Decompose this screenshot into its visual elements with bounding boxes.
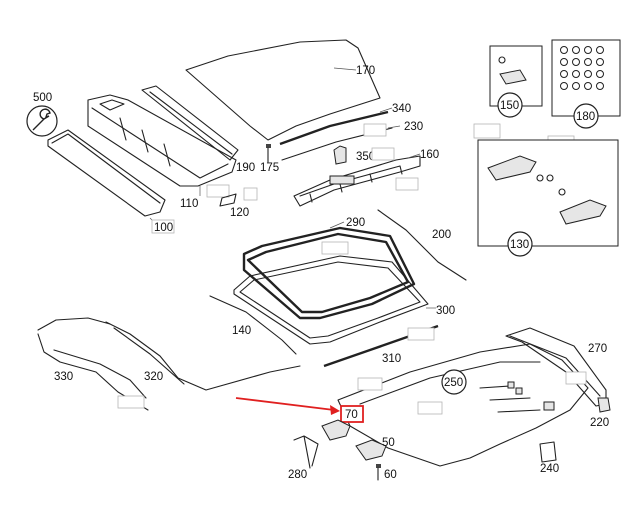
tool-500: 500 [26, 92, 58, 137]
part-160-rear-beam: 160 [293, 147, 439, 207]
part-250-headliner: 250 [337, 343, 589, 467]
part-320-drain-frame: 320 [105, 321, 301, 391]
label-130[interactable]: 130 [510, 239, 529, 251]
label-280[interactable]: 280 [288, 469, 307, 481]
wrench-icon [32, 108, 51, 131]
part-310-trim: 310 [323, 324, 439, 368]
part-110-front-frame: 110 120 190 [87, 85, 258, 219]
highlight-arrow-line [235, 397, 335, 411]
detail-130: 130 [473, 123, 619, 257]
part-140-trim: 140 [209, 295, 297, 355]
part-70-bracket: 70 [235, 397, 364, 441]
part-350-clip: 350 [333, 145, 375, 165]
part-340-230-seals: 340 230 [279, 103, 423, 161]
label-150[interactable]: 150 [500, 100, 519, 112]
part-240-cover: 240 [539, 441, 559, 475]
label-120[interactable]: 120 [230, 207, 249, 219]
part-270-rail: 270 220 [505, 327, 611, 429]
label-270[interactable]: 270 [588, 343, 607, 355]
label-50[interactable]: 50 [382, 437, 395, 449]
label-100[interactable]: 100 [154, 222, 173, 234]
label-60[interactable]: 60 [384, 469, 397, 481]
detail-180: 180 [551, 39, 621, 129]
label-500[interactable]: 500 [33, 92, 52, 104]
label-310[interactable]: 310 [382, 353, 401, 365]
highlight-box-70 [340, 405, 364, 423]
part-200-rail: 200 [377, 209, 467, 281]
label-70[interactable]: 70 [345, 409, 358, 421]
label-170[interactable]: 170 [356, 65, 375, 77]
highlight-arrowhead [330, 405, 340, 415]
label-320[interactable]: 320 [144, 371, 163, 383]
label-330[interactable]: 330 [54, 371, 73, 383]
label-175[interactable]: 175 [260, 162, 279, 174]
label-290[interactable]: 290 [346, 217, 365, 229]
part-100-deflector: 100 [47, 129, 175, 234]
part-330-drain-frame: 330 [37, 317, 149, 411]
label-110[interactable]: 110 [180, 198, 198, 210]
label-350[interactable]: 350 [356, 151, 375, 163]
label-240[interactable]: 240 [540, 463, 559, 475]
part-170-glass-panel: 170 [185, 39, 381, 141]
part-175-screw: 175 [260, 144, 279, 174]
label-200[interactable]: 200 [432, 229, 451, 241]
detail-150: 150 [489, 45, 543, 118]
label-160[interactable]: 160 [420, 149, 439, 161]
part-50-bracket: 50 [355, 437, 395, 461]
label-140[interactable]: 140 [232, 325, 251, 337]
label-300[interactable]: 300 [436, 305, 455, 317]
label-220[interactable]: 220 [590, 417, 609, 429]
part-300-frame: 300 [233, 255, 455, 345]
part-60-screw: 60 [376, 464, 397, 481]
part-280-cable: 280 [288, 435, 319, 481]
label-250[interactable]: 250 [444, 377, 463, 389]
label-340[interactable]: 340 [392, 103, 411, 115]
label-180[interactable]: 180 [576, 111, 595, 123]
label-230[interactable]: 230 [404, 121, 423, 133]
part-290-seal-ring: 290 [242, 217, 416, 320]
label-190[interactable]: 190 [236, 162, 255, 174]
